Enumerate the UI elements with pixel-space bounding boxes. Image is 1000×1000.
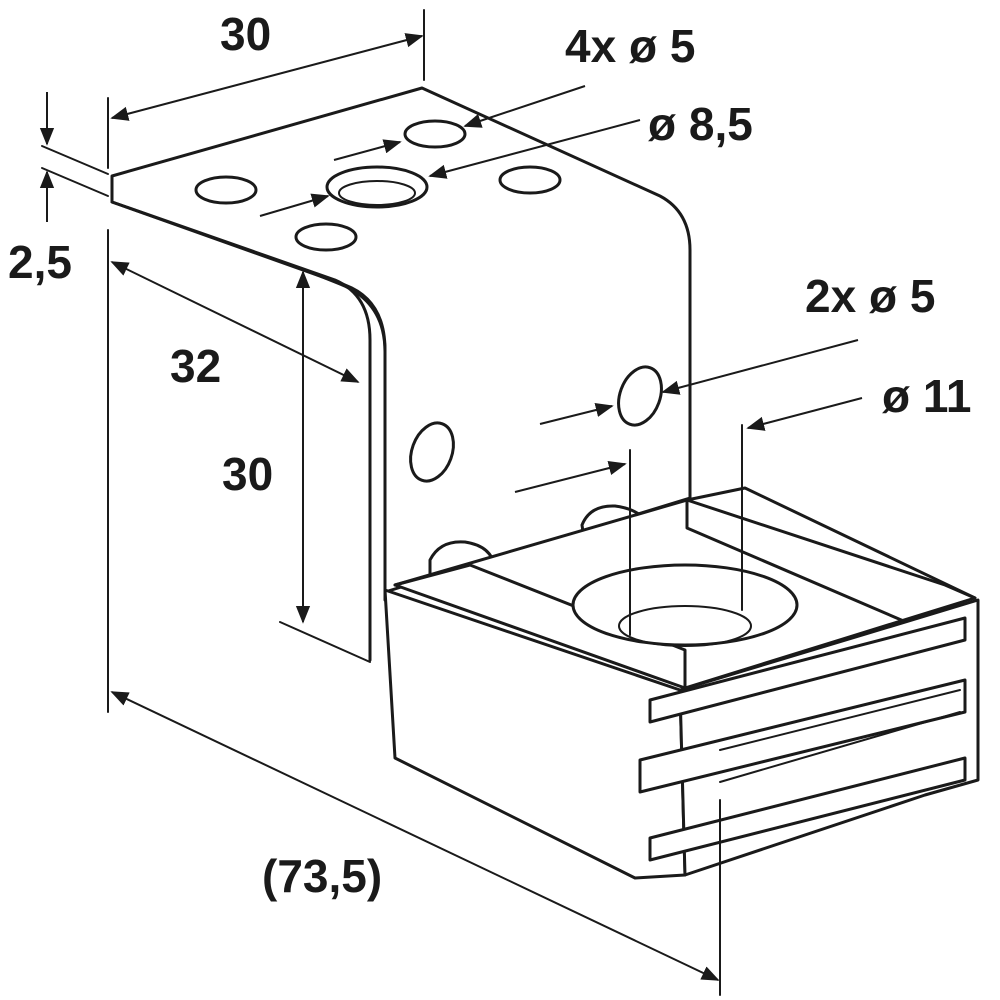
leader-center-hole xyxy=(428,119,641,179)
dimension-lines xyxy=(39,9,863,996)
label-depth: 32 xyxy=(170,340,221,392)
hole-center-icon xyxy=(325,165,429,209)
leader-four-holes-tail xyxy=(333,139,402,161)
dimension-labels: 30 4x ø 5 ø 8,5 2,5 32 30 2x ø 5 ø 11 (7… xyxy=(8,8,972,902)
label-overall-length: (73,5) xyxy=(262,850,382,902)
side-holes xyxy=(409,365,663,483)
label-height: 30 xyxy=(222,448,273,500)
leader-four-holes xyxy=(463,85,586,128)
label-two-holes: 2x ø 5 xyxy=(805,270,935,322)
label-four-holes: 4x ø 5 xyxy=(565,20,695,72)
top-holes xyxy=(194,119,562,252)
dim-overall-length xyxy=(110,691,720,981)
nut-block xyxy=(383,486,980,880)
leader-nut-hole-tail xyxy=(514,461,627,493)
nut-hole-inner-icon xyxy=(618,605,752,647)
leader-center-hole-tail xyxy=(259,193,330,217)
leader-nut-hole xyxy=(746,397,863,431)
leader-two-holes xyxy=(661,339,859,395)
label-center-hole: ø 8,5 xyxy=(648,98,753,150)
hole-top-left-icon xyxy=(194,175,258,205)
dim-depth xyxy=(110,261,360,383)
dim-top-width xyxy=(110,33,424,121)
label-top-width: 30 xyxy=(220,8,271,60)
bend-inner-edge xyxy=(298,266,387,602)
nut-top-rail-right xyxy=(685,486,977,600)
label-thickness: 2,5 xyxy=(8,236,72,288)
hole-top-back-icon xyxy=(403,119,467,149)
hole-side-left-icon xyxy=(409,421,455,483)
hole-center-inner-icon xyxy=(338,180,416,206)
label-nut-hole: ø 11 xyxy=(882,370,972,422)
hole-top-front-icon xyxy=(294,222,358,252)
leader-two-holes-tail xyxy=(539,402,614,425)
hole-top-right-icon xyxy=(498,165,562,195)
hole-side-right-icon xyxy=(617,365,663,427)
slot-middle-inner xyxy=(719,689,961,783)
